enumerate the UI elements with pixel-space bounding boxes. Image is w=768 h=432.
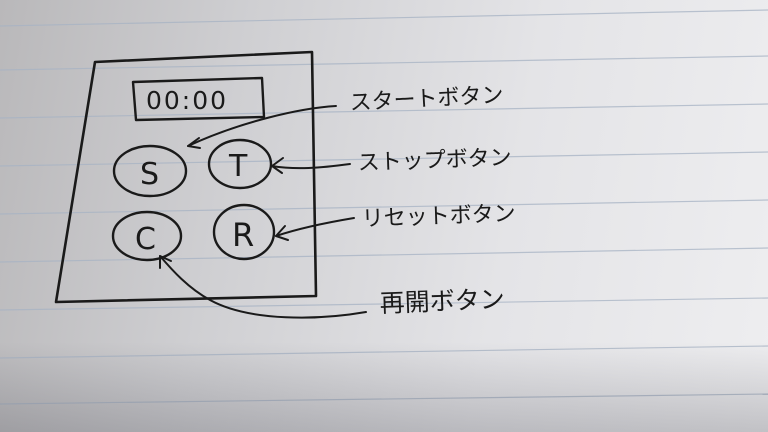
resume-arrow: [159, 255, 367, 319]
reset-arrow: [275, 217, 355, 241]
stop-arrow: [271, 157, 351, 174]
start-button-letter: S: [140, 157, 159, 192]
start-arrow: [187, 105, 337, 149]
reset-button-sketch: R: [212, 203, 276, 261]
resume-button-letter: C: [135, 222, 156, 257]
stop-annotation: ストップボタン: [357, 146, 512, 176]
reset-button-letter: R: [232, 216, 254, 254]
resume-button-sketch: C: [111, 210, 183, 262]
timer-display-text: 00:00: [146, 86, 228, 115]
reset-annotation: リセットボタン: [361, 202, 516, 232]
stop-button-sketch: T: [207, 138, 273, 190]
start-button-sketch: S: [112, 144, 188, 198]
device-frame: [54, 50, 318, 304]
start-annotation: スタートボタン: [349, 83, 504, 116]
stop-button-letter: T: [228, 149, 248, 184]
resume-annotation: 再開ボタン: [379, 285, 505, 318]
ruled-lines: [0, 9, 768, 405]
timer-display-box: 00:00: [131, 76, 266, 122]
